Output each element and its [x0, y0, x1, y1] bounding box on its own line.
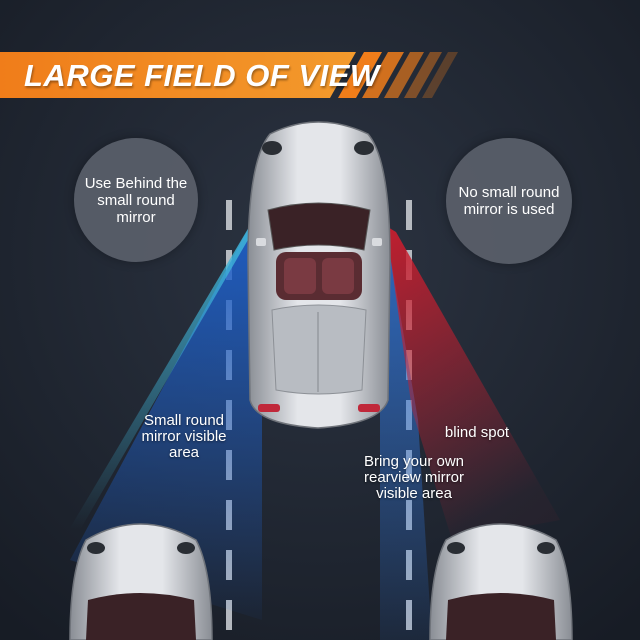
small-mirror-edge: [70, 222, 256, 530]
banner-title: LARGE FIELD OF VIEW: [24, 58, 380, 93]
title-banner-shape: [0, 52, 458, 98]
rear-right-car: [429, 523, 573, 640]
rearview-area-label: Bring your own rearview mirror visible a…: [363, 453, 465, 502]
bubble-left-text: Use Behind the small round mirror: [84, 174, 188, 226]
bubble-right-text: No small round mirror is used: [458, 184, 560, 218]
blind-spot-zone: [386, 226, 560, 540]
rear-left-car: [69, 523, 213, 640]
small-mirror-area-label: Small round mirror visible area: [141, 412, 227, 461]
main-car: [247, 121, 391, 429]
blind-spot-label: blind spot: [444, 424, 510, 441]
bubble-without-round-mirror: No small round mirror is used: [446, 138, 572, 264]
small-mirror-view-zone: [70, 222, 262, 620]
rearview-view-zone: [380, 230, 432, 640]
bubble-with-round-mirror: Use Behind the small round mirror: [74, 138, 198, 262]
